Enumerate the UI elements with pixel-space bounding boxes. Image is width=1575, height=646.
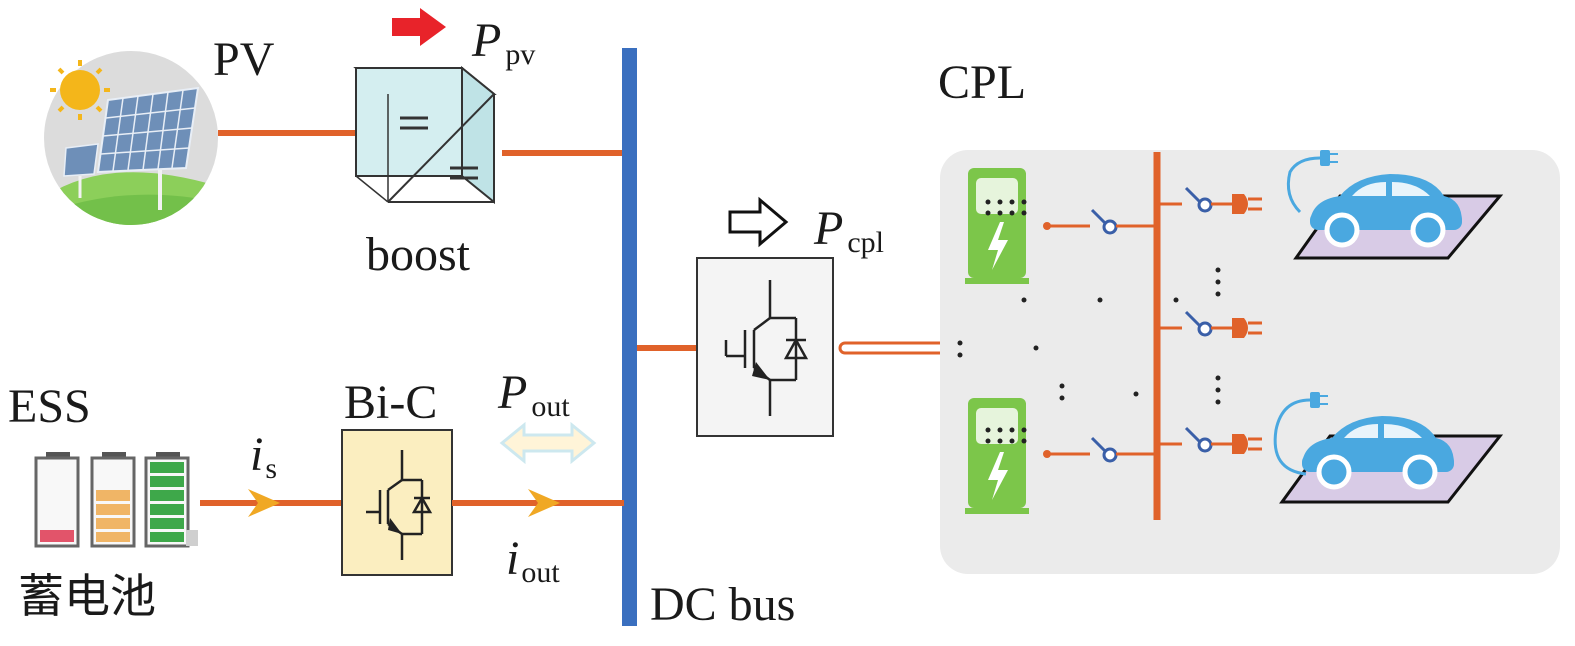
sun-icon xyxy=(50,60,110,120)
bic-converter xyxy=(341,429,453,576)
electric-car-icon xyxy=(1286,150,1504,260)
i-out-arrow xyxy=(528,489,560,517)
charger-icon xyxy=(965,398,1029,514)
dc-bus-label: DC bus xyxy=(650,578,795,631)
battery-cn-label: 蓄电池 xyxy=(18,569,156,623)
p-cpl-arrow xyxy=(728,196,789,248)
pv-panel-icon xyxy=(44,51,218,225)
electric-car-icon xyxy=(1273,392,1504,504)
switch-icon xyxy=(1157,186,1232,213)
ellipsis-dots xyxy=(957,267,1221,405)
plug-icon xyxy=(1232,318,1262,338)
pv-label: PV xyxy=(213,33,275,86)
i-s-arrow xyxy=(248,489,280,517)
i-out-label: iout xyxy=(506,532,560,589)
inverter-cpl-line xyxy=(838,341,952,355)
switch-icon xyxy=(1157,310,1232,337)
igbt-icon xyxy=(724,280,809,416)
p-pv-arrow xyxy=(392,8,446,46)
bic-label: Bi-C xyxy=(344,376,437,429)
boost-label: boost xyxy=(366,228,471,281)
ess-label: ESS xyxy=(8,380,91,433)
cpl-label: CPL xyxy=(938,56,1026,109)
switch-icon xyxy=(1043,208,1157,235)
i-s-label: is xyxy=(250,428,277,485)
battery-icon xyxy=(34,452,198,548)
igbt-icon xyxy=(366,450,433,560)
plug-icon xyxy=(1232,434,1262,454)
p-out-bidirectional-arrow xyxy=(499,421,597,465)
switch-icon xyxy=(1157,426,1232,453)
boost-converter xyxy=(353,65,497,205)
charger-icon xyxy=(965,168,1029,284)
dc-bus-bar xyxy=(622,48,637,626)
plug-icon xyxy=(1232,194,1262,214)
cpl-converter xyxy=(696,257,834,437)
switch-icon xyxy=(1043,436,1157,463)
